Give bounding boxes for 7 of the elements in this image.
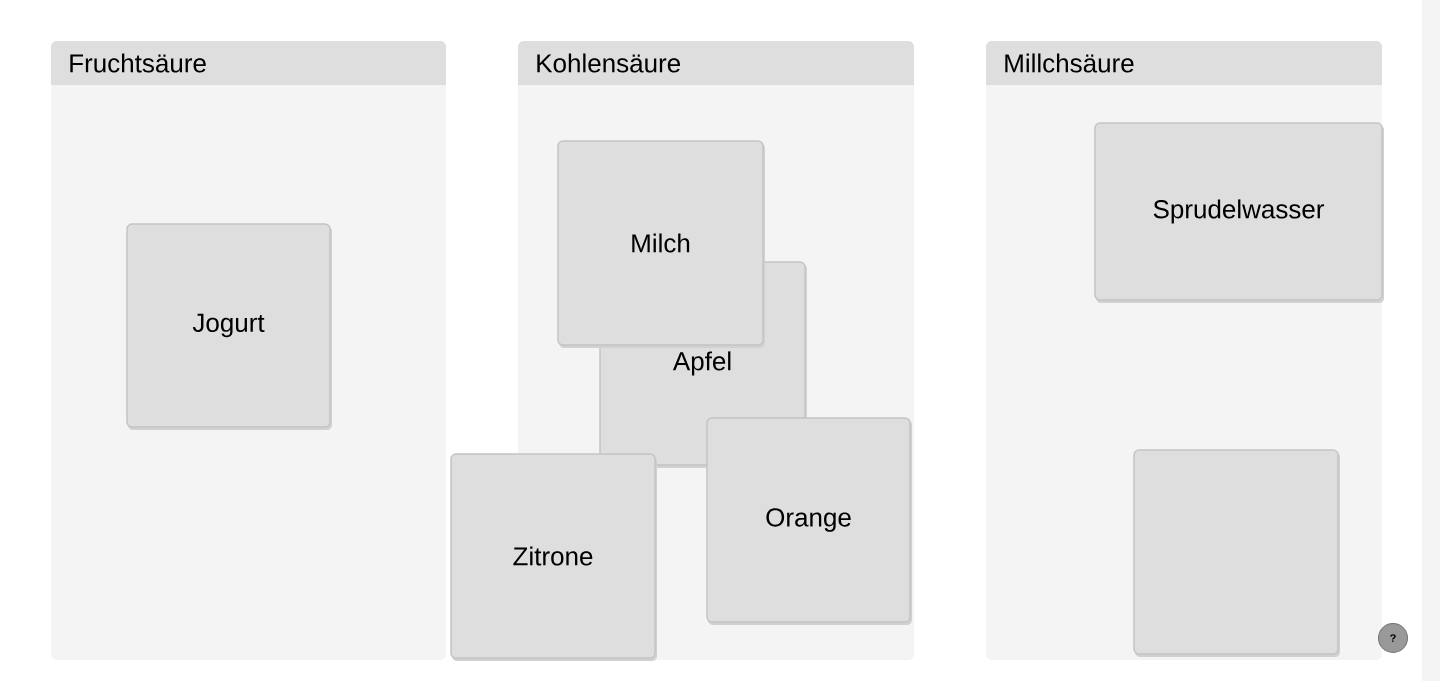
word-card: Orange	[706, 417, 912, 625]
word-card: Sprudelwasser	[1094, 122, 1384, 303]
word-card: Jogurt	[126, 223, 332, 430]
help-button: ?	[1378, 623, 1408, 653]
word-card: Zitrone	[450, 453, 657, 661]
blank-card	[1133, 449, 1340, 657]
word-card: Milch	[557, 140, 765, 348]
